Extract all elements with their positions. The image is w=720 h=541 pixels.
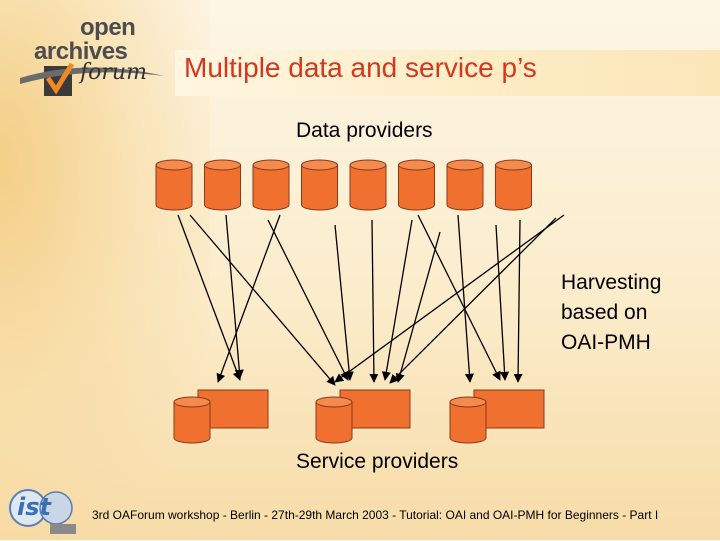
logo-word-archives: archives (34, 38, 128, 65)
data-provider-cylinder (495, 159, 532, 211)
harvest-arrow (417, 214, 501, 381)
data-providers-label: Data providers (296, 119, 433, 142)
data-provider-cylinder (155, 159, 193, 211)
slide-title: Multiple data and service p’s (184, 52, 537, 83)
ist-logo-text: ist (17, 493, 51, 521)
service-provider-cylinder (315, 396, 353, 444)
harvest-arrow (457, 214, 474, 383)
harvesting-label-line: OAI-PMH (561, 331, 651, 354)
harvesting-label: Harvesting based on OAI-PMH (561, 268, 661, 358)
harvest-arrow (177, 214, 242, 381)
harvest-arrow (395, 231, 441, 383)
logo-checkmark-icon (20, 62, 164, 96)
logo-word-forum: forum (80, 60, 147, 85)
service-provider-cylinder (449, 396, 487, 444)
slide-footer: 3rd OAForum workshop - Berlin - 27th-29t… (92, 508, 659, 522)
harvest-arrow (513, 219, 523, 383)
harvesting-label-line: Harvesting (561, 271, 662, 294)
harvest-arrow (495, 224, 510, 381)
harvest-arrow (225, 214, 244, 379)
data-provider-cylinder (204, 159, 241, 211)
service-providers-label: Service providers (296, 450, 459, 473)
harvesting-label-line: based on (561, 301, 648, 324)
service-provider-cylinder (173, 396, 211, 444)
ist-logo: ist (4, 486, 88, 536)
harvest-arrow (189, 214, 336, 386)
data-provider-cylinder (446, 159, 484, 211)
harvest-arrow (389, 217, 557, 384)
data-provider-cylinder (301, 159, 338, 211)
harvest-arrow (267, 219, 349, 381)
harvest-arrow (216, 214, 281, 383)
ist-globe-icon (9, 489, 76, 534)
data-provider-cylinder (349, 159, 387, 211)
open-archives-forum-logo: open archives forum (14, 14, 174, 104)
harvest-arrow (334, 224, 354, 381)
harvest-arrow (334, 214, 565, 383)
logo-word-open: open (80, 14, 136, 41)
title-band (175, 50, 720, 96)
data-provider-cylinder (398, 159, 435, 211)
harvest-arrow (369, 219, 379, 383)
data-provider-cylinder (252, 159, 290, 211)
harvest-arrow (381, 219, 413, 381)
